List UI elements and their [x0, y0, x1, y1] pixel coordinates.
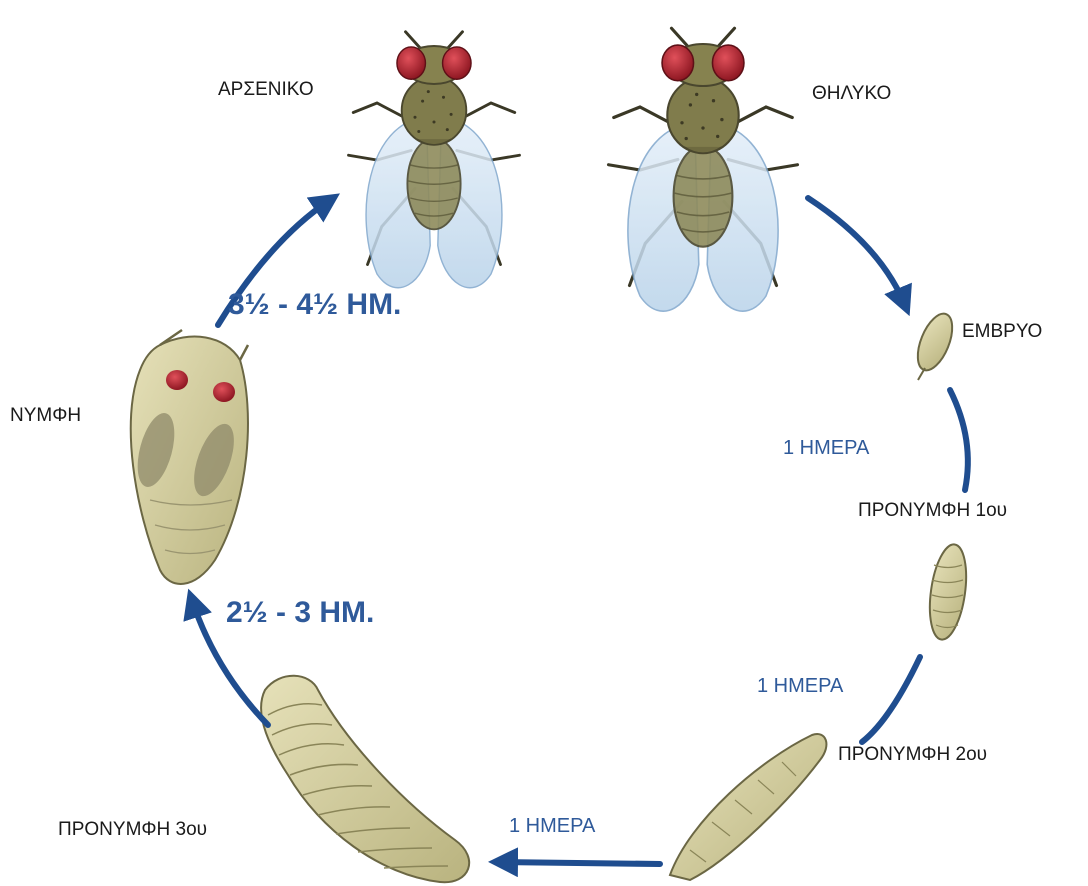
larva-first-instar: [924, 542, 971, 642]
label-larva1: ΠΡΟΝΥΜΦΗ 1ου: [858, 501, 1007, 520]
label-larva3: ΠΡΟΝΥΜΦΗ 3ου: [58, 820, 207, 839]
arrow-embryo-to-larva1: [950, 390, 968, 490]
duration-larva3-to-pupa: 2½ - 3 ΗΜ.: [226, 598, 374, 628]
label-female: ΘΗΛΥΚΟ: [812, 84, 891, 103]
female-fly: [609, 28, 798, 311]
arrow-larva1-to-larva2: [862, 657, 920, 742]
duration-pupa-to-adult: 3½ - 4½ ΗΜ.: [228, 290, 401, 320]
duration-larva2-to-larva3: 1 ΗΜΕΡΑ: [509, 816, 595, 836]
arrow-larva2-to-larva3: [500, 862, 660, 864]
larva-third-instar: [261, 676, 469, 882]
larva-second-instar: [670, 734, 826, 880]
label-pupa: ΝΥΜΦΗ: [10, 406, 81, 425]
pupa: [131, 330, 248, 584]
embryo-egg: [911, 309, 959, 380]
duration-larva1-to-larva2: 1 ΗΜΕΡΑ: [757, 676, 843, 696]
label-embryo: ΕΜΒΡΥΟ: [962, 322, 1042, 341]
label-larva2: ΠΡΟΝΥΜΦΗ 2ου: [838, 745, 987, 764]
arrow-female-to-embryo: [808, 198, 905, 305]
male-fly: [349, 32, 520, 288]
duration-embryo-to-larva1: 1 ΗΜΕΡΑ: [783, 438, 869, 458]
label-male: ΑΡΣΕΝΙΚΟ: [218, 80, 314, 99]
